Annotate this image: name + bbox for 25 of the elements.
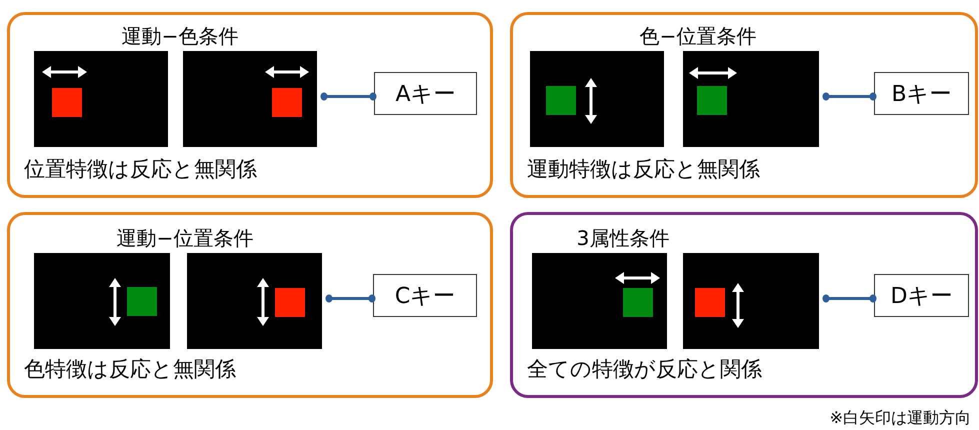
stimulus-screen xyxy=(530,51,664,147)
panel-title: 運動−位置条件 xyxy=(116,226,254,250)
connector xyxy=(320,92,376,100)
stimulus-screen xyxy=(34,51,168,147)
connector xyxy=(326,294,376,302)
key-box: Aキー xyxy=(374,72,477,115)
panel-title: 色−位置条件 xyxy=(640,24,756,48)
key-box: Dキー xyxy=(874,274,969,317)
stimulus-screen xyxy=(532,253,667,349)
caption-text: 全ての特徴が反応と関係 xyxy=(527,356,762,382)
stimulus-screen xyxy=(683,51,819,147)
note-text: ※白矢印は運動方向 xyxy=(830,408,971,429)
stimulus-screen xyxy=(183,51,317,147)
connector xyxy=(822,92,876,100)
caption-text: 運動特徴は反応と無関係 xyxy=(527,156,760,182)
caption-text: 色特徴は反応と無関係 xyxy=(24,356,236,382)
panel-title: 3属性条件 xyxy=(576,226,670,250)
panel-title: 運動−色条件 xyxy=(122,24,238,48)
key-box: Cキー xyxy=(373,274,477,317)
caption-text: 位置特徴は反応と無関係 xyxy=(24,156,257,182)
stimulus-screen xyxy=(34,253,170,349)
key-box: Bキー xyxy=(874,72,969,115)
stimulus-screen xyxy=(683,253,819,349)
stimulus-screen xyxy=(187,253,322,349)
connector xyxy=(822,294,876,302)
